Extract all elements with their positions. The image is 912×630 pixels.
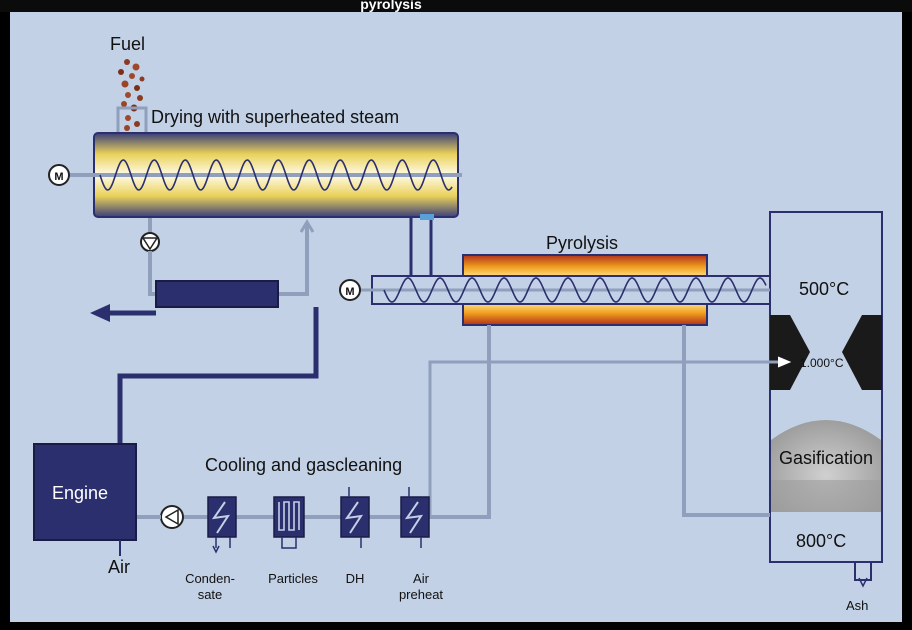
gasification-label: Gasification	[779, 448, 873, 468]
product-gas-pipe	[448, 325, 491, 519]
pyrolysis-motor-icon	[339, 279, 361, 301]
dryer-motor-label: M	[54, 171, 63, 183]
temp-800-label: 800°C	[796, 531, 846, 551]
air-preheat-label-line1: Air	[413, 571, 430, 586]
steam-pump-triangle	[141, 237, 159, 251]
dryer-outlet	[420, 214, 434, 220]
heat-output-arrow-icon	[90, 304, 110, 322]
steam-return-pipe	[278, 224, 309, 296]
particles-label: Particles	[268, 571, 318, 586]
gas-pump-triangle	[164, 508, 179, 526]
steam-pipe	[148, 251, 156, 296]
temp-500-label: 500°C	[799, 279, 849, 299]
air-preheat-exchanger	[400, 487, 430, 548]
condensate-label-line2: sate	[198, 587, 223, 602]
pyrolysis-heater-bottom	[462, 302, 708, 326]
air-preheat-label-line2: preheat	[399, 587, 443, 602]
fuel-label: Fuel	[110, 34, 145, 54]
dryer-motor-icon	[48, 164, 70, 186]
char-bed-lower	[771, 480, 881, 512]
ash-arrow-icon	[858, 577, 868, 588]
dh-exchanger	[340, 487, 370, 548]
air-inlet-arrow-icon	[777, 356, 792, 368]
pyrolysis-motor-label: M	[345, 286, 354, 298]
pyrolysis-heater-top	[462, 254, 708, 278]
temp-1000-label: 1.000°C	[800, 356, 844, 370]
dh-label: DH	[346, 571, 365, 586]
particle-filter	[273, 496, 305, 549]
fuel-feed-chute	[116, 106, 148, 136]
dryer-screw	[99, 159, 453, 191]
fuel-particles	[118, 59, 145, 131]
gas-pump-icon	[160, 505, 184, 529]
heat-exchanger	[155, 280, 279, 308]
diagram-canvas	[10, 12, 902, 622]
pyrolysis-screw	[383, 277, 767, 303]
drying-label: Drying with superheated steam	[151, 107, 399, 127]
engine-label: Engine	[52, 483, 108, 503]
exhaust-pipe	[117, 307, 319, 444]
condensate-exchanger	[207, 496, 237, 554]
gasifier-throat-right	[842, 315, 882, 390]
gasifier-throat-left	[770, 315, 810, 390]
header-bar	[0, 0, 912, 12]
header-title: pyrolysis	[360, 0, 422, 12]
pyrolysis-gas-pipe	[682, 325, 770, 517]
pyrolysis-label: Pyrolysis	[546, 233, 618, 253]
cooling-label: Cooling and gascleaning	[205, 455, 402, 475]
engine-block	[33, 443, 137, 541]
ash-label: Ash	[846, 598, 868, 613]
steam-return-arrow-icon	[299, 219, 315, 233]
preheated-air-pipe	[428, 360, 785, 517]
ash-outlet	[854, 563, 872, 581]
air-label: Air	[108, 557, 130, 577]
condensate-label-line1: Conden-	[185, 571, 235, 586]
